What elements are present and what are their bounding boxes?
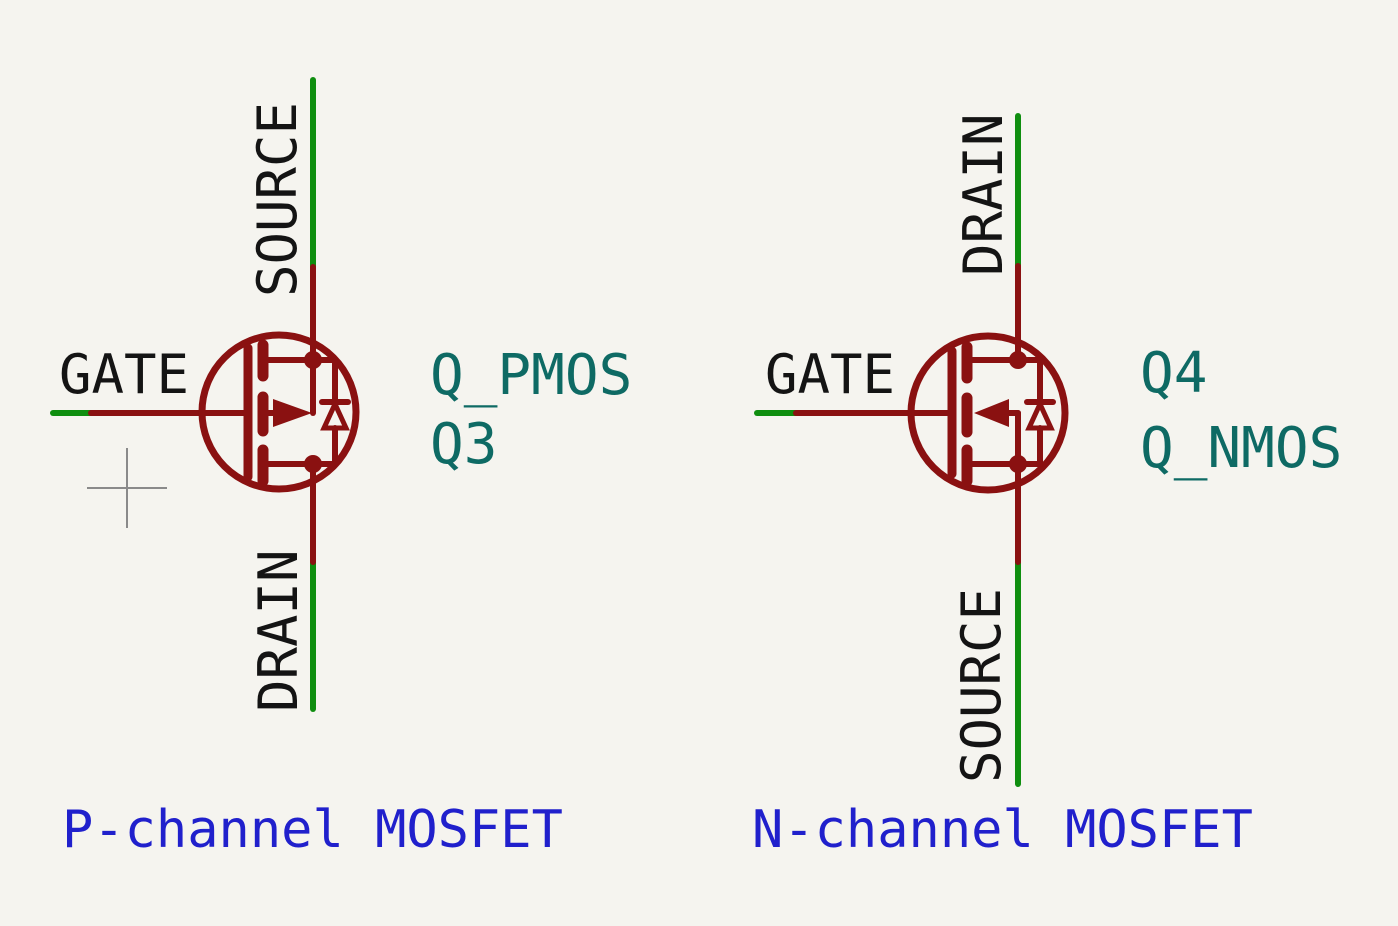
pmos-value-field[interactable]: Q_PMOS (430, 343, 633, 408)
pmos-caption-text[interactable]: P-channel MOSFET (62, 800, 563, 860)
pmos-junction-dot (304, 455, 322, 473)
nmos-pin-label-drain[interactable]: DRAIN (952, 113, 1015, 276)
pmos-wires[interactable] (50, 77, 316, 712)
pmos-junction-dot (304, 351, 322, 369)
pmos-body-circle[interactable] (198, 331, 360, 493)
nmos-junction-dot (1009, 455, 1027, 473)
nmos-pin-label-gate[interactable]: GATE (765, 343, 896, 406)
pmos-pin-label-gate[interactable]: GATE (59, 343, 190, 406)
nmos-symbol[interactable] (793, 263, 1069, 565)
pmos-reference-field[interactable]: Q3 (430, 412, 498, 477)
pmos-body-diode-icon (320, 397, 350, 431)
nmos-reference-field[interactable]: Q4 (1140, 341, 1208, 406)
nmos-wires[interactable] (754, 113, 1021, 787)
nmos-arrow-icon (974, 399, 1009, 427)
pmos-pin-label-source[interactable]: SOURCE (246, 101, 309, 297)
nmos-value-field[interactable]: Q_NMOS (1140, 416, 1343, 481)
nmos-body-circle[interactable] (907, 332, 1069, 494)
nmos-caption-text[interactable]: N-channel MOSFET (752, 800, 1253, 860)
nmos-pin-label-source[interactable]: SOURCE (950, 587, 1013, 783)
origin-crosshair-icon (87, 448, 167, 528)
pmos-arrow-icon (273, 399, 312, 427)
nmos-junction-dot (1009, 351, 1027, 369)
pmos-symbol[interactable] (88, 264, 360, 565)
nmos-body-diode-icon (1025, 397, 1055, 431)
pmos-pin-label-drain[interactable]: DRAIN (247, 549, 310, 712)
